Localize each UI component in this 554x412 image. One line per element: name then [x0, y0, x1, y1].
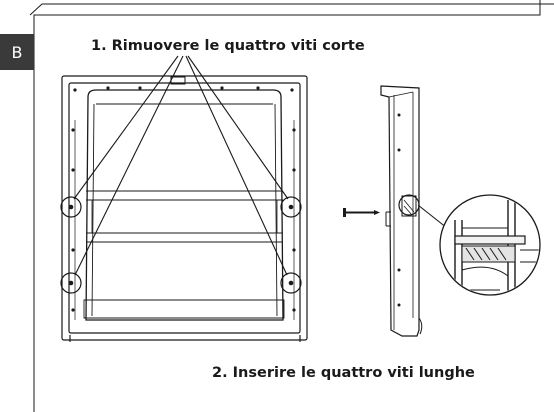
- frame-top-corner: [29, 3, 554, 16]
- section-tab: B: [0, 34, 34, 70]
- short-screw-icon: [60, 272, 82, 294]
- section-label: B: [11, 42, 23, 62]
- leader-lines: [73, 55, 289, 276]
- door-side-view: [380, 85, 423, 337]
- step2-instruction: 2. Inserire le quattro viti lunghe: [212, 365, 475, 381]
- door-front-view: [61, 75, 308, 342]
- short-screw-icon: [280, 272, 302, 294]
- panel-frame: [33, 0, 541, 412]
- side-view-dots: [397, 113, 401, 307]
- short-screw-icon: [60, 196, 82, 218]
- short-screw-heads: [68, 204, 294, 286]
- door-border-screws: [71, 86, 296, 312]
- short-screw-callouts: [60, 196, 302, 294]
- long-screw-icon: [343, 208, 380, 217]
- magnified-detail: [417, 194, 541, 296]
- step1-instruction: 1. Rimuovere le quattro viti corte: [91, 38, 365, 54]
- short-screw-icon: [280, 196, 302, 218]
